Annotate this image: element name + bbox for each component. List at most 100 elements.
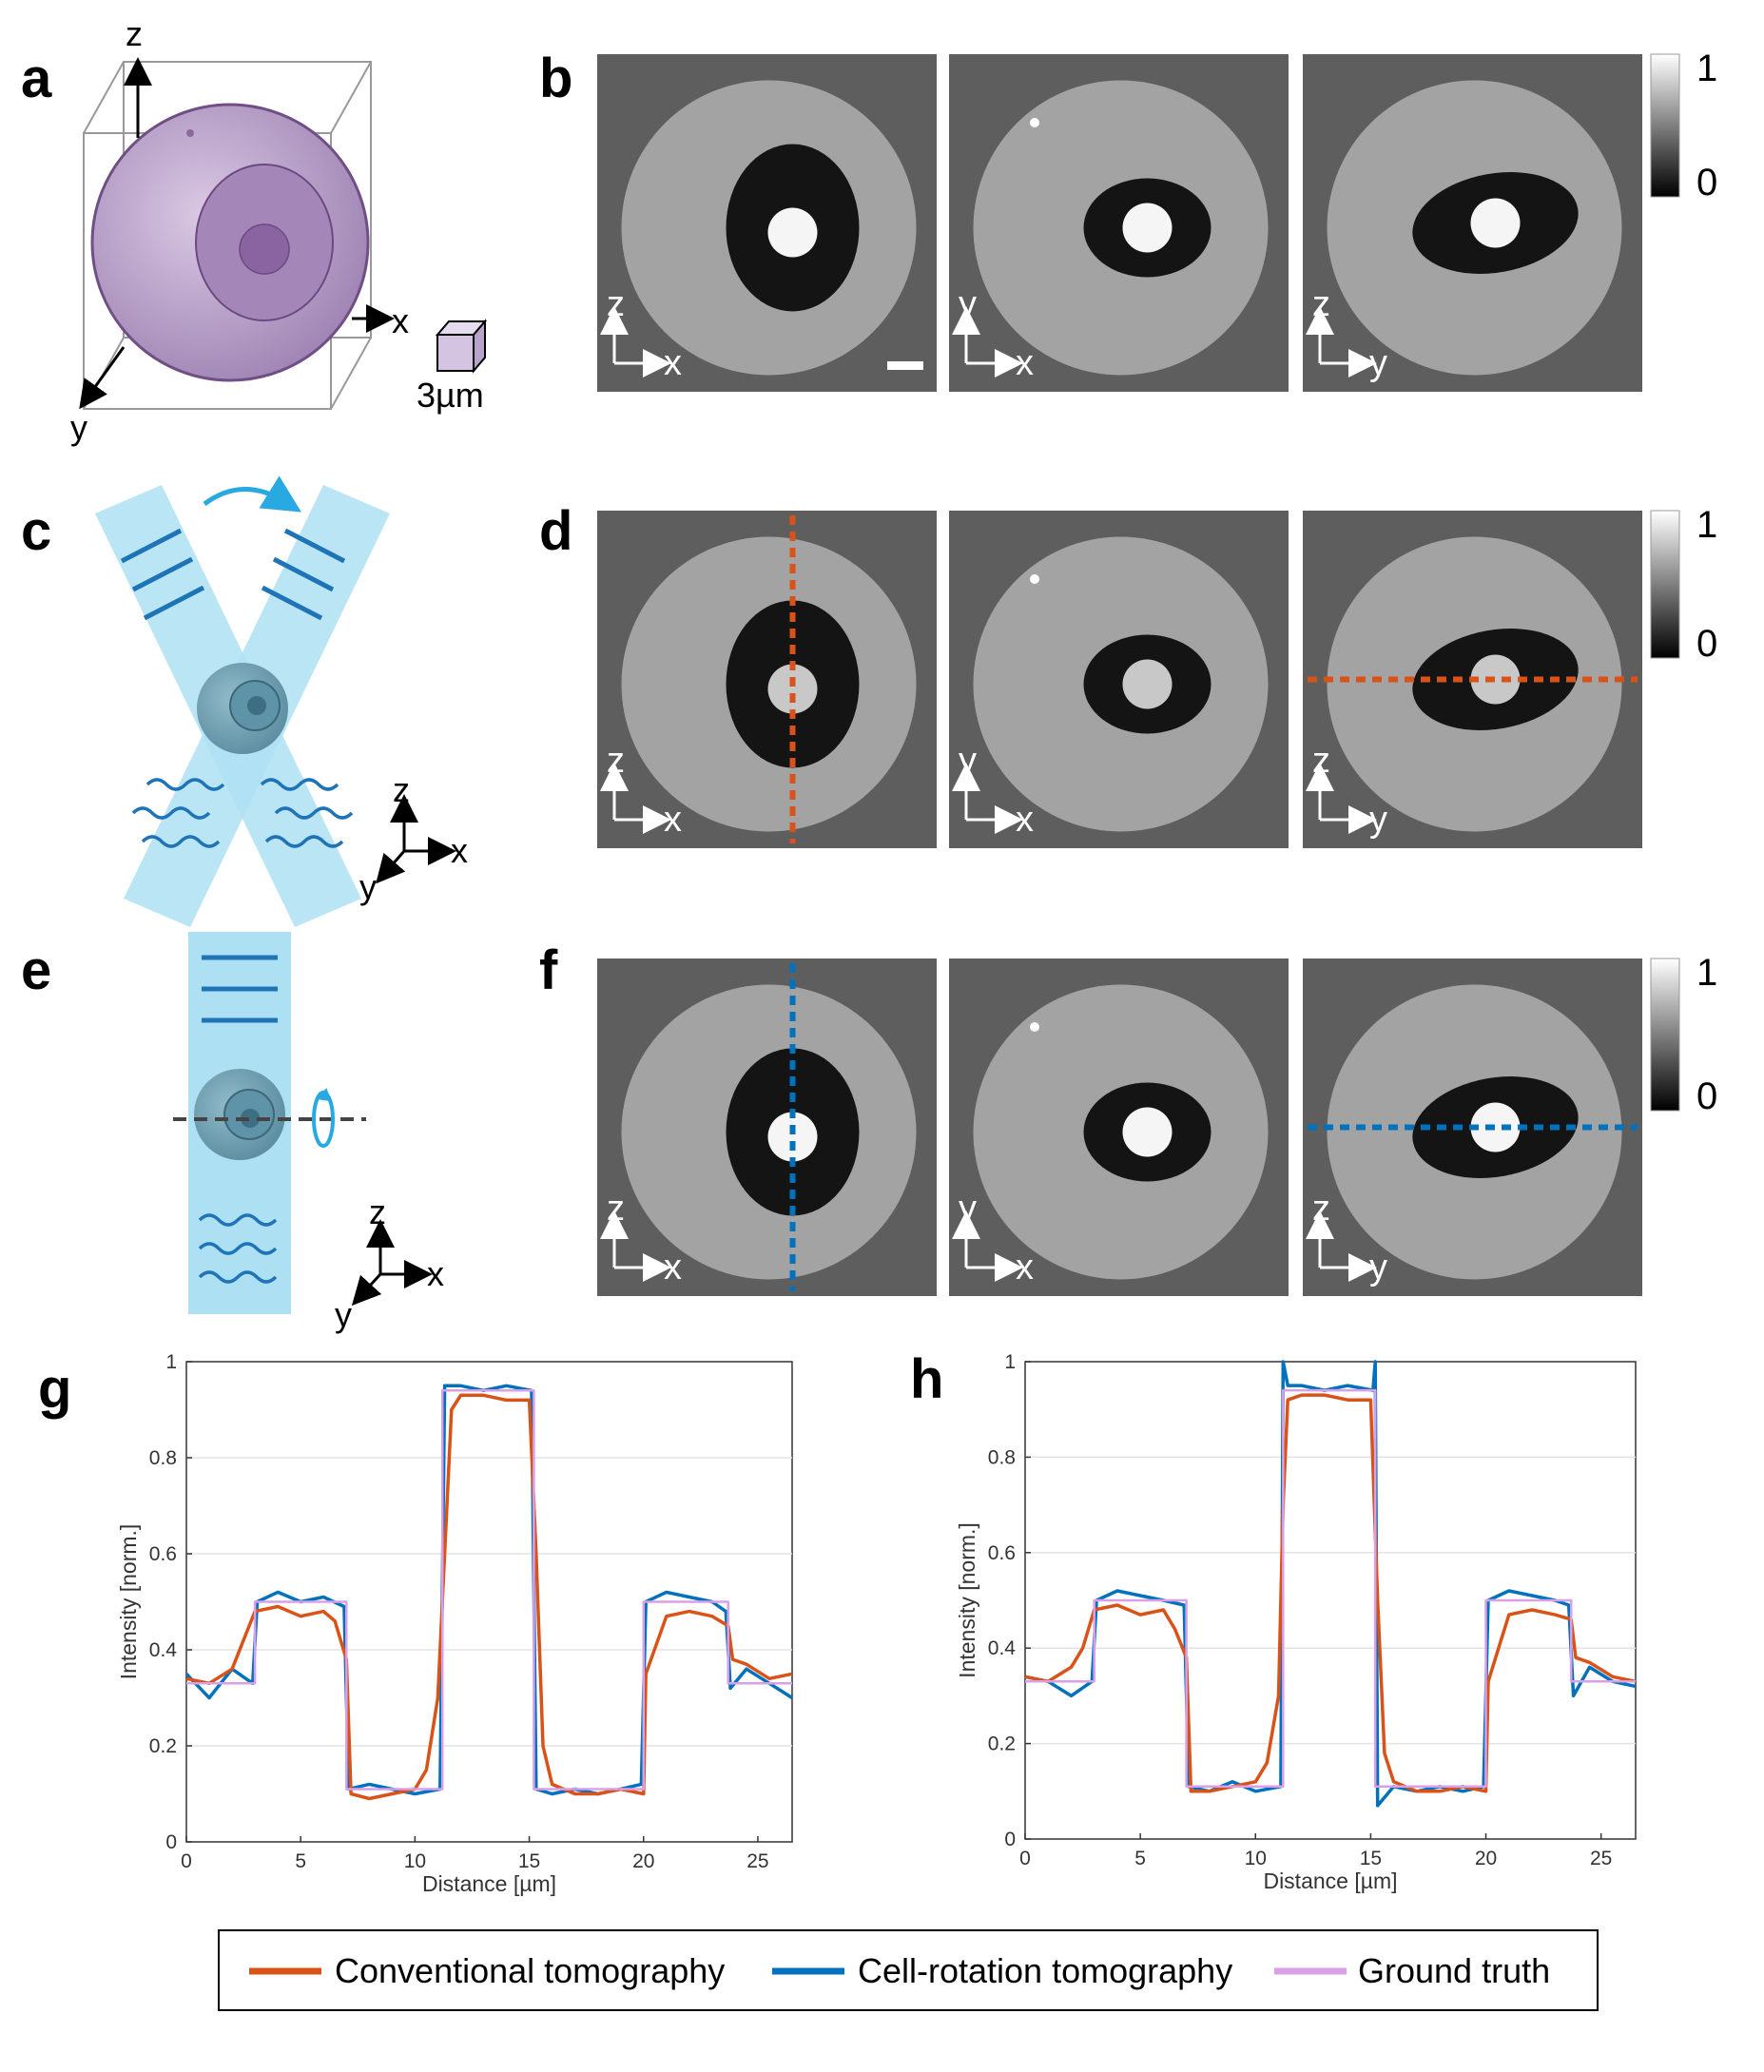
nucleolus-icon-e [241, 1109, 260, 1128]
panel-label-g: g [38, 1358, 71, 1420]
y-tick-label: 0.2 [149, 1735, 177, 1757]
y-tick-label: 0.4 [988, 1637, 1017, 1659]
vertical-axis-label: y [959, 741, 977, 781]
x-tick-label: 0 [181, 1850, 192, 1872]
nucleolus [239, 223, 290, 275]
x-tick-label: 20 [1475, 1848, 1497, 1869]
x-tick-label: 5 [1134, 1848, 1146, 1869]
series-cell-rotation-tomography [184, 1384, 793, 1796]
series-conventional-tomography [1024, 1393, 1637, 1793]
y-tick-label: 0.6 [988, 1542, 1016, 1564]
x-axis-title: Distance [µm] [1263, 1869, 1397, 1893]
scattered-waves-icon-e [198, 1213, 278, 1284]
panel-label-c: c [21, 500, 51, 562]
panel-label-d: d [539, 500, 572, 562]
scattered-waves-icon [131, 778, 354, 848]
scale-label: 3µm [417, 376, 484, 415]
rotation-arrow-icon [203, 475, 301, 513]
nucleolus-cross-section [767, 664, 818, 714]
y-axis-title: Intensity [norm.] [116, 1524, 141, 1680]
e-x-label: x [427, 1254, 444, 1293]
colorbar-min-label: 0 [1696, 1075, 1717, 1117]
panel-a-3d-cell: z x y 3µm [70, 14, 488, 447]
horizontal-axis-label: y [1369, 1248, 1387, 1288]
vertical-axis-label: z [607, 1189, 625, 1229]
horizontal-axis-label: x [664, 800, 682, 840]
x-tick-label: 10 [1245, 1848, 1267, 1869]
x-tick-label: 15 [1360, 1848, 1382, 1869]
panel-f-slice-2: yx [949, 959, 1289, 1296]
vertical-axis-label: y [959, 284, 977, 324]
e-y-arrow [351, 1272, 382, 1307]
y-tick-label: 0.8 [149, 1447, 177, 1469]
panel-label-b: b [539, 48, 572, 109]
colorbar-max-label: 1 [1696, 48, 1717, 89]
y-tick-label: 0 [1004, 1829, 1016, 1850]
panel-label-e: e [21, 939, 51, 1001]
nucleolus-cross-section [1470, 654, 1521, 705]
panel-d-slice-1: zx [597, 511, 937, 848]
nucleolus-cross-section [767, 1112, 818, 1162]
panel-b-slice-3: zy [1303, 54, 1642, 392]
e-z-label: z [369, 1192, 386, 1231]
c-y-label: y [359, 867, 377, 906]
series-cell-rotation-tomography [1024, 1360, 1637, 1808]
c-y-arrow [376, 850, 406, 884]
horizontal-axis-label: y [1369, 343, 1387, 383]
legend-cell-rotation: Cell-rotation tomography [858, 1951, 1232, 1990]
vertical-axis-label: z [1312, 284, 1330, 324]
colorbar-min-label: 0 [1696, 623, 1717, 665]
y-tick-label: 0.4 [149, 1639, 178, 1661]
horizontal-axis-label: y [1369, 800, 1387, 840]
x-tick-label: 15 [518, 1850, 540, 1872]
panel-d-colorbar: 10 [1650, 504, 1717, 665]
series-ground-truth [1025, 1388, 1636, 1789]
nucleolus-cross-section [1470, 1102, 1521, 1152]
colorbar-min-label: 0 [1696, 162, 1717, 203]
rotation-arrowhead [316, 1088, 331, 1102]
y-tick-label: 1 [1004, 1351, 1016, 1373]
panel-label-f: f [539, 939, 558, 1001]
horizontal-axis-label: x [664, 343, 682, 383]
panel-b-slice-2: yx [949, 54, 1289, 392]
horizontal-axis-label: x [1016, 1248, 1034, 1288]
panel-d-slice-2: yx [949, 511, 1289, 848]
x-tick-label: 20 [632, 1850, 654, 1872]
bead-marker [1030, 1022, 1039, 1032]
a-x-label: x [392, 301, 409, 340]
nucleolus-cross-section [1122, 659, 1173, 709]
c-z-label: z [393, 770, 410, 809]
organelle-dot [186, 129, 194, 137]
nucleolus-cross-section [1122, 1107, 1173, 1157]
horizontal-axis-label: x [1016, 343, 1034, 383]
vertical-axis-label: z [607, 741, 625, 781]
nucleolus-cross-section [767, 207, 818, 258]
panel-f-slice-1: zx [597, 959, 937, 1296]
vertical-axis-label: z [607, 284, 625, 324]
x-tick-label: 25 [746, 1850, 768, 1872]
colorbar-max-label: 1 [1696, 504, 1717, 546]
panel-b-slice-1: zx [597, 54, 937, 392]
panel-label-a: a [21, 48, 52, 109]
vertical-axis-label: z [1312, 1189, 1330, 1229]
legend-conventional: Conventional tomography [335, 1951, 725, 1990]
series-conventional-tomography [185, 1393, 793, 1801]
panel-e-illustration: z x y [173, 932, 444, 1334]
vertical-axis-label: y [959, 1189, 977, 1229]
horizontal-axis-label: x [1016, 800, 1034, 840]
colorbar-gradient [1650, 510, 1680, 659]
y-tick-label: 0.6 [149, 1543, 177, 1565]
plane-waves-icon-e [202, 955, 278, 1023]
bead-marker [1030, 574, 1039, 584]
y-tick-label: 0.2 [988, 1733, 1016, 1755]
panel-f-slice-3: zy [1303, 959, 1642, 1296]
legend-ground-truth: Ground truth [1358, 1951, 1550, 1990]
y-axis-title: Intensity [norm.] [955, 1522, 979, 1678]
horizontal-axis-label: x [664, 1248, 682, 1288]
colorbar-max-label: 1 [1696, 952, 1717, 994]
nucleolus-cross-section [1470, 198, 1521, 248]
legend: Conventional tomography Cell-rotation to… [218, 1929, 1599, 2011]
